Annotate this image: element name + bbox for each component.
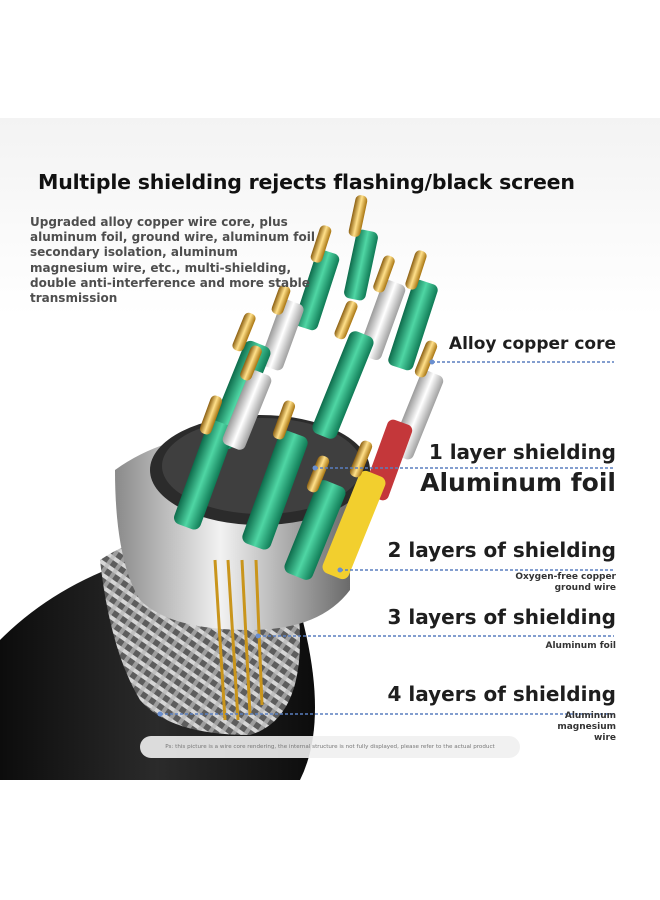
label-layer-2-material: Oxygen-free copper ground wire bbox=[515, 572, 616, 593]
label-layer-1: 1 layer shielding bbox=[428, 440, 616, 464]
label-layer-4-material: Aluminum magnesium wire bbox=[557, 711, 616, 743]
label-alloy-copper-core: Alloy copper core bbox=[448, 334, 616, 354]
intro-text: Upgraded alloy copper wire core, plus al… bbox=[30, 215, 315, 306]
leader-lines bbox=[157, 359, 614, 717]
wire-bundle bbox=[174, 195, 444, 580]
label-layer-3-material: Aluminum foil bbox=[545, 641, 616, 651]
label-layer-3: 3 layers of shielding bbox=[387, 605, 617, 629]
label-layer-4: 4 layers of shielding bbox=[387, 682, 617, 706]
ground-wire-strands bbox=[213, 559, 264, 721]
headline: Multiple shielding rejects flashing/blac… bbox=[38, 170, 575, 194]
label-layer-2: 2 layers of shielding bbox=[387, 538, 617, 562]
label-layer-1-material: Aluminum foil bbox=[420, 468, 616, 497]
disclaimer-note: Ps: this picture is a wire core renderin… bbox=[140, 736, 520, 758]
